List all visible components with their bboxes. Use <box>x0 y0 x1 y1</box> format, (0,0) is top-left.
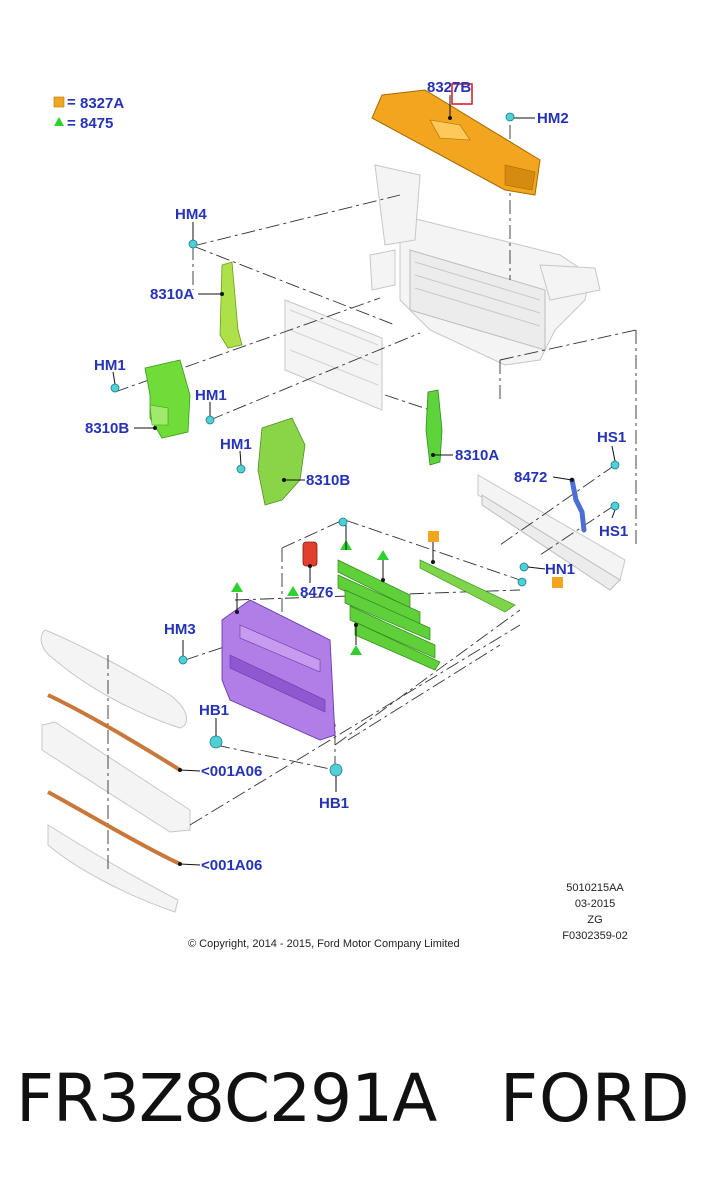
callout-hm1-b[interactable]: HM1 <box>195 387 227 404</box>
drawing-code: ZG <box>587 914 602 926</box>
part-number: FR3Z8C291A <box>16 1060 437 1137</box>
fastener-hs1-bottom[interactable] <box>610 501 620 511</box>
ghost-bumper-beam <box>477 474 626 591</box>
footer-caption: FR3Z8C291A FORD <box>0 1060 708 1170</box>
callout-hs1-top[interactable]: HS1 <box>597 429 626 446</box>
highlight-box <box>451 83 473 105</box>
callout-hb1-bottom[interactable]: HB1 <box>319 795 349 812</box>
part-8476-actuator[interactable] <box>302 541 318 567</box>
marker-triangle-icon <box>231 582 243 592</box>
callout-8310a-right[interactable]: 8310A <box>455 447 499 464</box>
fastener-hb1-left[interactable] <box>209 735 223 749</box>
callout-8472[interactable]: 8472 <box>514 469 547 486</box>
fastener-hm3[interactable] <box>178 655 188 665</box>
callout-hm2[interactable]: HM2 <box>537 110 569 127</box>
callout-001a06-top[interactable]: <001A06 <box>201 763 262 780</box>
callout-8476[interactable]: 8476 <box>300 584 333 601</box>
fastener-top-center[interactable] <box>338 517 348 527</box>
part-8310a-left-deflector[interactable] <box>219 261 243 349</box>
legend-triangle-icon <box>54 117 64 126</box>
leader-lines <box>112 95 616 866</box>
legend-label-8327a: 8327A <box>80 95 124 112</box>
marker-square-icon <box>552 577 563 588</box>
drawing-date: 03-2015 <box>575 898 615 910</box>
copyright-notice: © Copyright, 2014 - 2015, Ford Motor Com… <box>188 938 460 950</box>
fastener-hm1-c[interactable] <box>236 464 246 474</box>
callout-hb1-left[interactable]: HB1 <box>199 702 229 719</box>
exploded-parts-diagram: = 8327A = 8475 <box>40 79 637 950</box>
svg-text:=: = <box>67 115 76 132</box>
legend: = 8327A = 8475 <box>53 94 124 132</box>
drawing-meta: 5010215AA 03-2015 ZG F0302359-02 <box>562 882 627 942</box>
part-8310b-mid-deflector[interactable] <box>257 417 306 506</box>
callout-hn1[interactable]: HN1 <box>545 561 575 578</box>
callout-hm3[interactable]: HM3 <box>164 621 196 638</box>
diagram-markers <box>231 531 563 655</box>
marker-triangle-icon <box>377 550 389 560</box>
part-001a06-strips[interactable] <box>47 693 182 866</box>
fastener-hs1-top[interactable] <box>610 460 620 470</box>
callout-001a06-bottom[interactable]: <001A06 <box>201 857 262 874</box>
fastener-hm2[interactable] <box>505 112 515 122</box>
marker-square-icon <box>428 531 439 542</box>
part-8475-shutter-vanes[interactable] <box>337 559 516 671</box>
ghost-radiator <box>284 299 383 411</box>
drawing-number: 5010215AA <box>566 882 624 894</box>
fastener-hm1-b[interactable] <box>205 415 215 425</box>
fastener-hn1[interactable] <box>519 562 529 572</box>
callout-hs1-bottom[interactable]: HS1 <box>599 523 628 540</box>
callout-8310a-left[interactable]: 8310A <box>150 286 194 303</box>
drawing-ref: F0302359-02 <box>562 930 627 942</box>
callout-hm1-c[interactable]: HM1 <box>220 436 252 453</box>
callout-8310b-mid[interactable]: 8310B <box>306 472 350 489</box>
brand-name: FORD <box>500 1060 691 1137</box>
callout-8310b-left[interactable]: 8310B <box>85 420 129 437</box>
phantom-lines <box>107 125 637 870</box>
svg-text:=: = <box>67 94 76 111</box>
fastener-hm4[interactable] <box>188 239 198 249</box>
marker-triangle-icon <box>350 645 362 655</box>
legend-label-8475: 8475 <box>80 115 113 132</box>
legend-square-icon <box>53 96 65 108</box>
fastener-hb1-bottom[interactable] <box>329 763 343 777</box>
fastener-hm1-a[interactable] <box>110 383 120 393</box>
callout-hm1-a[interactable]: HM1 <box>94 357 126 374</box>
part-8472-bracket[interactable] <box>569 477 587 533</box>
marker-triangle-icon <box>287 586 299 596</box>
fastener-hn1-b[interactable] <box>517 577 527 587</box>
callout-hm4[interactable]: HM4 <box>175 206 207 223</box>
callout-8327b[interactable]: 8327B <box>427 79 471 96</box>
ghost-grille-parts <box>40 629 191 913</box>
part-8310b-left-deflector[interactable] <box>144 359 191 439</box>
part-8310a-right-deflector[interactable] <box>425 389 443 466</box>
part-8327b-upper-cover[interactable] <box>371 83 541 196</box>
ghost-radiator-support <box>369 164 601 366</box>
callout-labels: 8327B HM2 HM4 8310A HM1 HM1 8310B HM1 83… <box>85 79 628 874</box>
part-purple-shutter-frame[interactable] <box>221 599 336 741</box>
